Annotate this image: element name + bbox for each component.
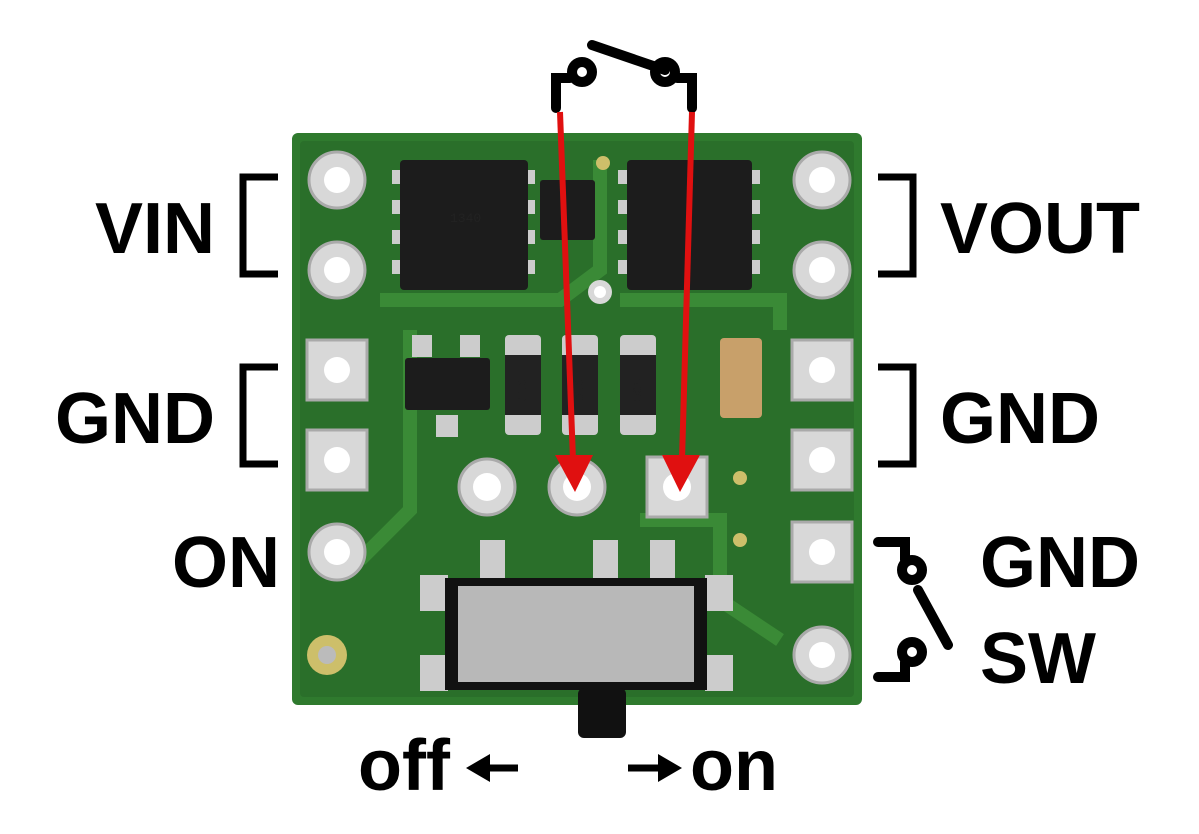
small-ic — [540, 180, 595, 240]
slide-switch[interactable] — [420, 540, 733, 738]
mosfet-marking: 1340 — [450, 211, 481, 226]
switch-symbol-top — [551, 40, 697, 113]
label-vin: VIN — [95, 189, 215, 269]
label-sw: SW — [980, 619, 1096, 699]
svg-text:01D: 01D — [514, 378, 529, 402]
left-pins — [305, 150, 369, 675]
resistors: 01D 010 30C — [505, 335, 656, 435]
arrow-right-icon — [628, 754, 682, 782]
led — [720, 338, 762, 418]
arrow-left-icon — [466, 754, 518, 782]
label-gnd-right: GND — [940, 379, 1100, 459]
transistor — [405, 358, 490, 410]
svg-text:30C: 30C — [629, 378, 644, 402]
switch-actuator[interactable] — [578, 688, 626, 738]
label-gnd-left: GND — [55, 379, 215, 459]
right-pins — [790, 150, 854, 685]
label-on-pin: ON — [172, 523, 280, 603]
switch-symbol-right — [873, 537, 953, 682]
label-gnd-sw: GND — [980, 523, 1140, 603]
svg-text:010: 010 — [571, 378, 586, 401]
label-vout: VOUT — [940, 189, 1140, 269]
label-on: on — [690, 726, 778, 806]
brackets — [239, 173, 917, 468]
label-off: off — [358, 726, 451, 806]
red-arrows — [555, 111, 700, 492]
mosfet-left: 1340 — [392, 160, 535, 290]
